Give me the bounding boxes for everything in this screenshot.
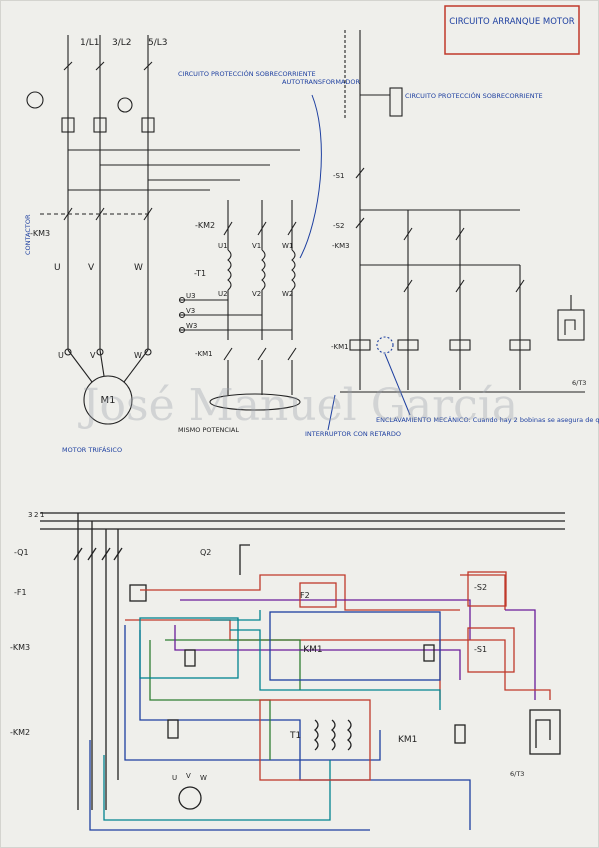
designator-f1: -F1 xyxy=(14,588,27,597)
bus-label-1: 1 xyxy=(40,511,44,519)
terminal-u2: U2 xyxy=(218,290,228,298)
designator-km1-bottom-2: KM1 xyxy=(398,735,417,745)
bus-label-3: 3 xyxy=(28,511,32,519)
terminal-v3: V3 xyxy=(186,307,195,315)
motor-designator: M1 xyxy=(101,395,116,406)
autotransformer-pointer xyxy=(299,94,322,259)
designator-6t3-bottom: 6/T3 xyxy=(510,770,524,778)
terminal-v-2: V xyxy=(90,351,96,360)
wiring-labels: -Q1 -F1 -KM3 -KM2 Q2 F2 -S2 -S1 -KM1 T1 … xyxy=(10,511,524,782)
terminal-w1: W1 xyxy=(282,242,293,250)
terminal-l2: 3/L2 xyxy=(112,38,132,48)
watermark: José Manuel García xyxy=(78,380,518,431)
title-line-1: CIRCUITO ARRANQUE MOTOR xyxy=(449,17,575,27)
terminal-u-1: U xyxy=(54,263,61,273)
label-autotransformador: AUTOTRANSFORMADOR xyxy=(282,78,360,86)
terminal-w-bottom: W xyxy=(200,774,207,782)
bus-label-2: 2 xyxy=(34,511,38,519)
terminal-w2: W2 xyxy=(282,290,293,298)
power-circuit xyxy=(26,35,301,425)
wiring-diagram xyxy=(40,512,565,831)
control-circuit xyxy=(340,30,585,393)
title-box: CIRCUITO ARRANQUE MOTOR xyxy=(444,5,580,55)
terminal-l3: 5/L3 xyxy=(148,38,168,48)
designator-f2: F2 xyxy=(300,591,310,600)
designator-km3-ctrl: -KM3 xyxy=(332,242,350,250)
label-proteccion-potencia: CIRCUITO PROTECCIÓN SOBRECORRIENTE xyxy=(178,69,316,78)
designator-km2-bottom: -KM2 xyxy=(10,728,30,737)
terminal-v2: V2 xyxy=(252,290,261,298)
designator-q2: Q2 xyxy=(200,548,211,557)
designator-6t3-top: 6/T3 xyxy=(572,379,586,387)
terminal-v-bottom: V xyxy=(186,772,191,780)
label-enclavamiento: ENCLAVAMIENTO MECÁNICO: Cuando hay 2 bob… xyxy=(376,415,599,424)
terminal-v-1: V xyxy=(88,263,95,273)
terminal-u-2: U xyxy=(58,351,64,360)
terminal-w3: W3 xyxy=(186,322,197,330)
designator-km1-power: -KM1 xyxy=(195,350,213,358)
terminal-w-2: W xyxy=(134,351,142,360)
interlock-pointer xyxy=(384,353,411,416)
label-proteccion-mando: CIRCUITO PROTECCIÓN SOBRECORRIENTE xyxy=(405,91,543,100)
terminal-u-bottom: U xyxy=(172,774,177,782)
designator-km2: -KM2 xyxy=(195,221,215,230)
designator-t1: -T1 xyxy=(194,269,206,278)
designator-km3-bottom: -KM3 xyxy=(10,643,30,652)
label-motor: MOTOR TRIFÁSICO xyxy=(62,445,122,454)
label-interruptor: INTERRUPTOR CON RETARDO xyxy=(305,430,401,438)
designator-s1: -S1 xyxy=(333,172,344,180)
designator-s2: -S2 xyxy=(474,583,487,592)
designator-s1-bottom: -S1 xyxy=(474,645,487,654)
designator-km1-coil: -KM1 xyxy=(331,343,349,351)
designator-t1-bottom: T1 xyxy=(289,731,301,741)
designator-s2-top: -S2 xyxy=(333,222,344,230)
terminal-v1: V1 xyxy=(252,242,261,250)
designator-km1-bottom: -KM1 xyxy=(300,645,323,655)
terminal-u1: U1 xyxy=(218,242,228,250)
designator-km3: -KM3 xyxy=(30,229,50,238)
control-labels: CIRCUITO PROTECCIÓN SOBRECORRIENTE -S1 -… xyxy=(305,91,599,438)
terminal-u3: U3 xyxy=(186,292,196,300)
motor-symbol xyxy=(83,375,133,425)
designator-q1: -Q1 xyxy=(14,548,29,557)
power-labels: 1/L1 3/L2 5/L3 CIRCUITO PROTECCIÓN SOBRE… xyxy=(24,38,360,454)
label-contactor: CONTACTOR xyxy=(24,214,32,255)
terminal-w-1: W xyxy=(134,263,143,273)
label-mismo-potencial: MISMO POTENCIAL xyxy=(178,426,239,434)
terminal-l1: 1/L1 xyxy=(80,38,100,48)
